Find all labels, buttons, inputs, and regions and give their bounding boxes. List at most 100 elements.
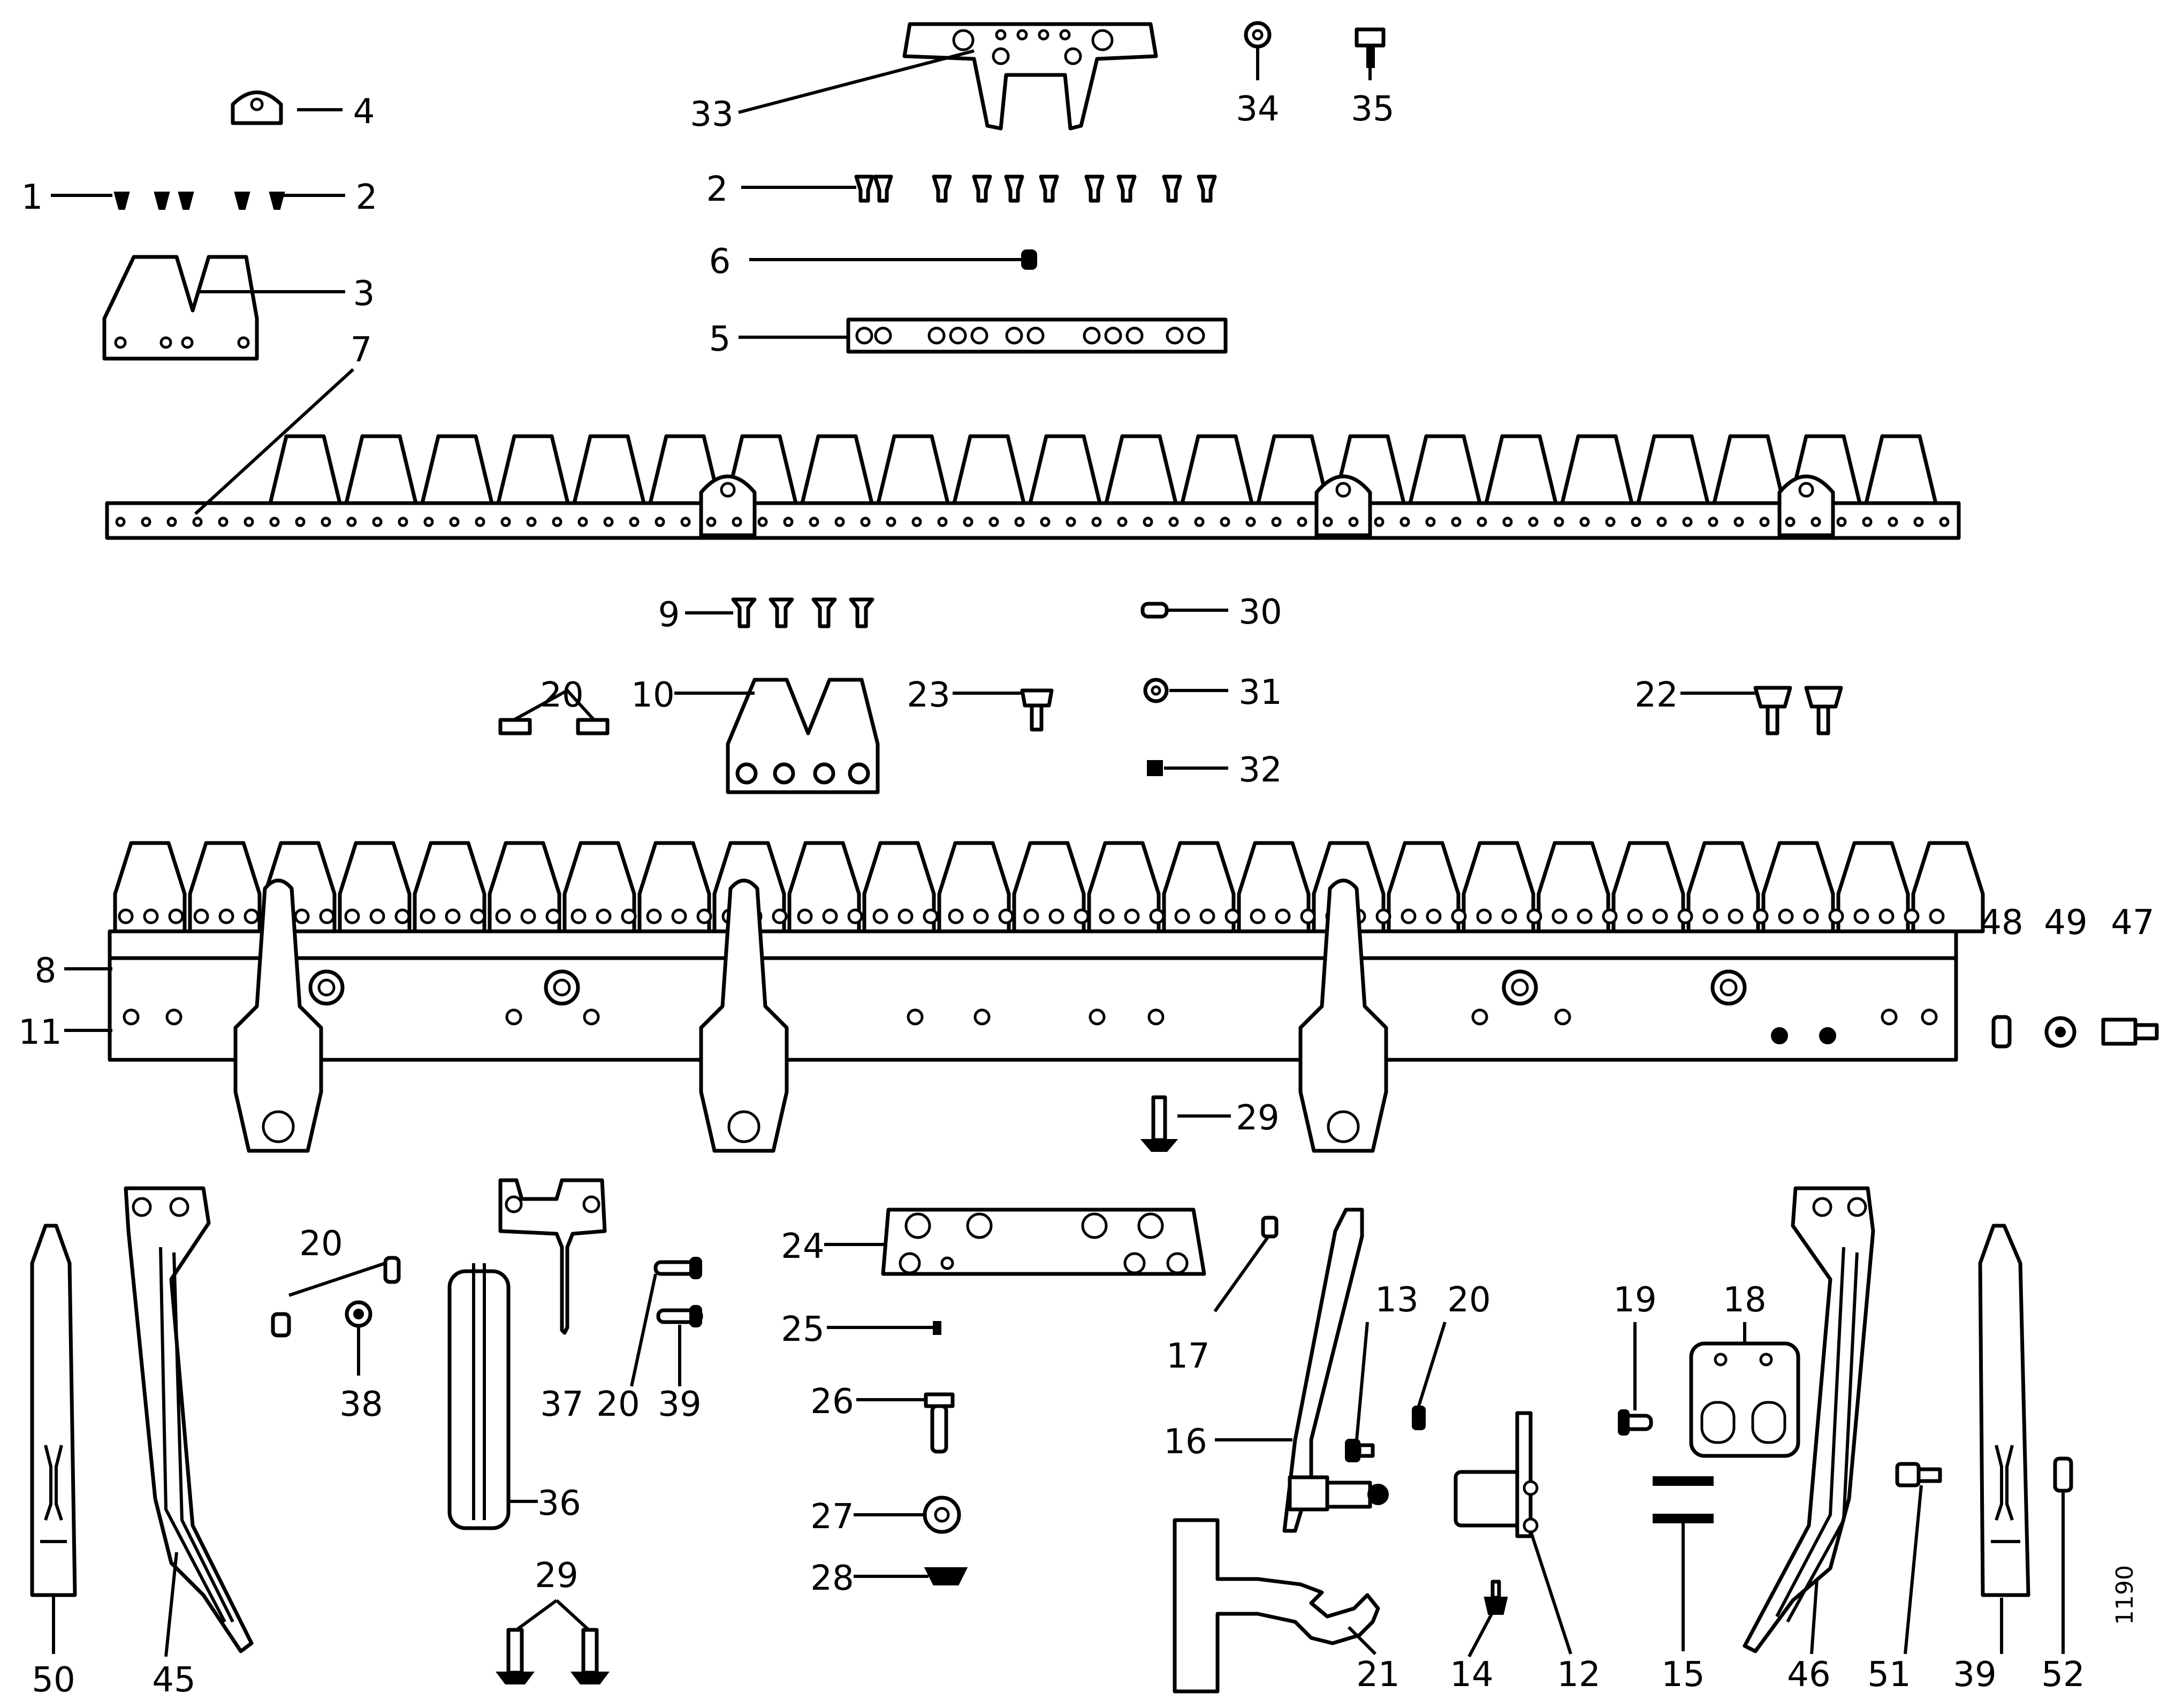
part-7-upper-knife-assembly — [105, 434, 1961, 540]
part-21-tool — [1173, 1518, 1380, 1694]
label-9: 9 — [658, 595, 680, 635]
part-32-nut — [1147, 760, 1163, 776]
label-20c: 20 — [1447, 1280, 1490, 1320]
part-10-knife-section — [726, 678, 880, 794]
label-4: 4 — [353, 92, 375, 132]
label-12: 12 — [1557, 1655, 1600, 1695]
part-17-screw — [1261, 1216, 1279, 1239]
part-8-knife-bar — [108, 841, 1985, 960]
part-3-knife-section — [102, 255, 259, 361]
label-20: 20 — [540, 675, 583, 715]
part-11-guard-bar — [108, 956, 1958, 1062]
label-46: 46 — [1787, 1655, 1830, 1695]
label-36: 36 — [537, 1484, 581, 1523]
label-2b: 2 — [706, 170, 728, 209]
part-19-bolt — [1618, 1409, 1653, 1436]
part-49-washer — [2044, 1016, 2076, 1048]
label-20b: 20 — [299, 1224, 343, 1264]
part-6-pin — [749, 249, 1037, 270]
callout-labels: 1 2 2 3 4 5 6 7 8 9 10 11 12 13 14 15 16… — [18, 89, 2154, 1700]
label-18: 18 — [1723, 1280, 1766, 1320]
label-8: 8 — [35, 951, 57, 991]
label-11: 11 — [18, 1013, 62, 1052]
part-9-rivets — [731, 597, 874, 628]
part-1-2-rivets — [113, 192, 285, 210]
label-14: 14 — [1450, 1655, 1493, 1695]
label-51: 51 — [1867, 1655, 1911, 1695]
part-51-bolt — [1895, 1462, 1942, 1487]
label-52: 52 — [2041, 1655, 2085, 1695]
part-30-clip — [1140, 602, 1169, 619]
part-28-nut — [924, 1567, 968, 1585]
label-45: 45 — [152, 1660, 195, 1700]
label-34: 34 — [1236, 89, 1279, 129]
part-50-guard-right — [1978, 1224, 2030, 1597]
label-50: 50 — [32, 1660, 75, 1700]
part-29-bolt-lower — [653, 1257, 702, 1279]
leader-lines — [51, 47, 2065, 1658]
part-13-bolt — [1345, 1439, 1375, 1462]
part-2-rivet-row — [854, 174, 1217, 203]
part-33-knife-head — [902, 22, 1158, 131]
label-1: 1 — [21, 178, 43, 217]
part-16-lever — [1282, 1208, 1389, 1533]
part-24-plate — [881, 1208, 1206, 1276]
label-17: 17 — [1166, 1337, 1209, 1376]
part-39-bolt-lower — [656, 1305, 703, 1327]
part-20-clip-lower — [271, 1256, 401, 1338]
part-31-washer — [1143, 678, 1169, 703]
part-50-guard-left — [30, 1224, 77, 1597]
part-46-guard-arm — [1743, 1186, 1875, 1653]
label-6: 6 — [709, 242, 731, 282]
label-25: 25 — [781, 1310, 824, 1349]
label-32: 32 — [1238, 750, 1282, 790]
part-5-back-strip — [846, 317, 1228, 354]
label-24: 24 — [781, 1227, 824, 1266]
part-12-bracket — [1454, 1411, 1539, 1538]
label-49: 49 — [2044, 903, 2087, 943]
part-34-washer — [1244, 21, 1272, 49]
label-33: 33 — [690, 95, 733, 134]
label-3: 3 — [353, 274, 375, 314]
label-50b: 39 — [1953, 1655, 1996, 1695]
label-37: 37 — [540, 1385, 583, 1424]
label-22: 22 — [1634, 675, 1678, 715]
label-30: 30 — [1238, 593, 1282, 632]
label-29b: 20 — [596, 1385, 640, 1424]
label-13: 13 — [1375, 1280, 1418, 1320]
part-20-clip-right — [1412, 1406, 1426, 1430]
part-23-bolt — [1020, 688, 1054, 732]
part-47-bolt — [2101, 1018, 2159, 1046]
label-2: 2 — [356, 178, 378, 217]
label-16: 16 — [1163, 1422, 1207, 1462]
label-47: 47 — [2111, 903, 2154, 943]
label-7: 7 — [351, 330, 372, 370]
part-27-washer — [923, 1496, 961, 1534]
part-38-washer — [345, 1300, 372, 1328]
label-15: 15 — [1661, 1655, 1705, 1695]
label-29: 29 — [1236, 1098, 1279, 1138]
part-45-guard-arm — [124, 1186, 254, 1653]
label-48: 48 — [1980, 903, 2023, 943]
part-39-bolt-pair — [496, 1628, 610, 1684]
part-15-shims — [1653, 1476, 1714, 1523]
label-38: 38 — [339, 1385, 383, 1424]
part-37-bracket — [498, 1178, 607, 1335]
label-28: 28 — [810, 1559, 854, 1598]
label-5: 5 — [709, 320, 731, 359]
label-27: 27 — [810, 1497, 854, 1537]
label-23: 23 — [907, 675, 950, 715]
label-19: 19 — [1613, 1280, 1656, 1320]
part-35-bolt — [1355, 27, 1386, 68]
part-18-plate — [1689, 1341, 1800, 1458]
label-35: 35 — [1351, 89, 1394, 129]
part-20-clips — [498, 718, 610, 735]
part-22-bolts — [1753, 686, 1843, 735]
label-26: 26 — [810, 1382, 854, 1422]
label-21: 21 — [1356, 1655, 1399, 1695]
part-14-bolt — [1484, 1580, 1508, 1615]
part-4-clamp — [231, 90, 283, 125]
part-25-pin — [933, 1321, 941, 1335]
